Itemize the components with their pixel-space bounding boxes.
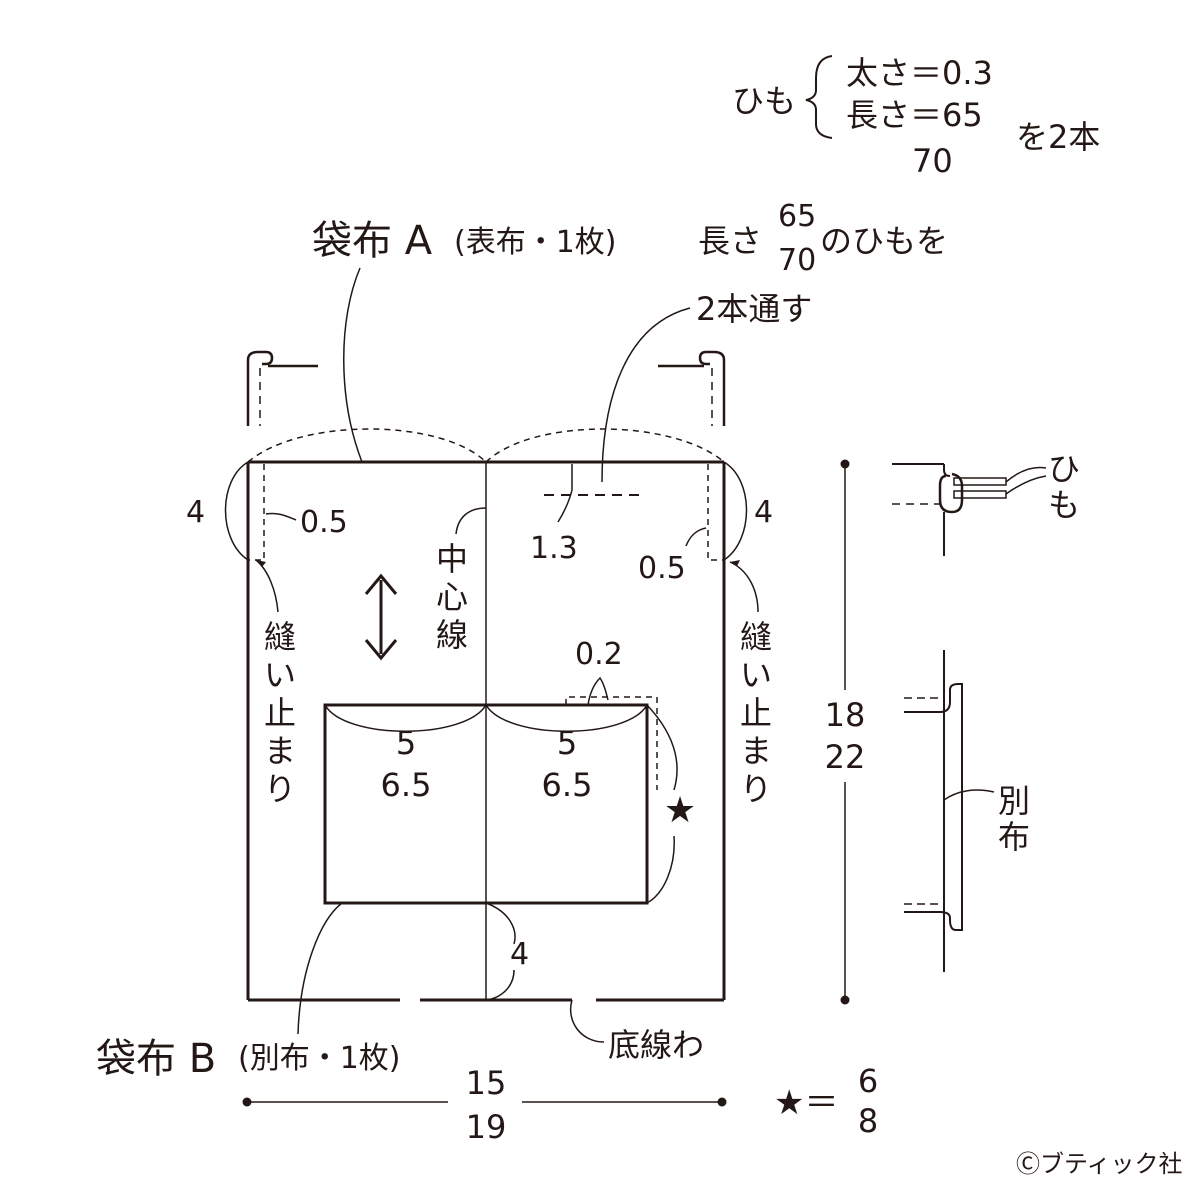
pocket-layer-detail xyxy=(904,650,963,972)
dim-05-left: 0.5 xyxy=(300,505,348,540)
cord-length: 長さ＝65 xyxy=(846,96,983,134)
bag-a-leader xyxy=(343,267,363,463)
bag-a-subtitle: (表布・1枚) xyxy=(454,225,617,260)
stitch-stop-right-char-1: 縫 xyxy=(740,618,772,656)
stitch-stop-right-arrowhead xyxy=(730,560,740,566)
stitch-stop-left-char-1: 縫 xyxy=(264,618,296,656)
width-large: 19 xyxy=(466,1108,507,1146)
stitch-stop-right-char-3: 止 xyxy=(740,694,772,732)
left-opening-mark xyxy=(248,464,265,561)
cord-count: を2本 xyxy=(1016,118,1100,156)
thread-count: 2本通す xyxy=(696,290,812,328)
dim-05-left-leader xyxy=(265,512,297,521)
center-line-char-3: 線 xyxy=(436,616,468,654)
pocket-left-width-large: 6.5 xyxy=(381,766,432,804)
dim-02: 0.2 xyxy=(575,637,623,672)
dim-4-right-arc xyxy=(723,461,748,561)
height-large: 22 xyxy=(825,738,866,776)
pocket-left-width-arc xyxy=(324,704,487,732)
height-small: 18 xyxy=(825,696,866,734)
left-top-casing xyxy=(246,350,318,426)
star-upper-arc xyxy=(646,704,678,791)
cord-detail-leader-2 xyxy=(1005,475,1047,495)
cord-label: ひも xyxy=(732,82,796,120)
star-equation: ★＝ xyxy=(774,1083,838,1123)
other-fabric-char-1: 別 xyxy=(998,782,1030,820)
stitch-stop-right-leader xyxy=(729,561,759,613)
dim-4-bottom-arc xyxy=(485,902,516,1001)
bottom-fold-leader xyxy=(569,999,605,1043)
bottom-fold-label: 底線わ xyxy=(608,1026,704,1064)
right-top-casing xyxy=(658,350,726,426)
stitch-stop-left-char-5: り xyxy=(264,770,296,808)
left-top-arc xyxy=(247,428,487,463)
stitch-stop-left-char-2: い xyxy=(264,656,296,694)
stitch-stop-left-char-4: ま xyxy=(264,732,296,770)
dim-02-leader xyxy=(587,676,609,706)
width-dimension xyxy=(242,1097,727,1107)
pocket-right-width-large: 6.5 xyxy=(542,766,593,804)
right-opening-mark xyxy=(707,464,724,561)
dim-13: 1.3 xyxy=(530,531,578,566)
stitch-stop-left-char-3: 止 xyxy=(264,694,296,732)
center-line-char-1: 中 xyxy=(436,540,468,578)
thread-prefix: 長さ xyxy=(698,222,762,260)
cord-length-alt: 70 xyxy=(912,142,953,180)
cord-detail-char-2: も xyxy=(1048,486,1080,524)
center-line-label: 中 心 線 xyxy=(436,540,468,654)
pocket-right-width-small: 5 xyxy=(557,724,577,762)
pocket-seam-allowance xyxy=(565,696,658,790)
dim-4-left-arc xyxy=(224,461,249,561)
cord-spec-brace xyxy=(805,55,833,139)
stitch-stop-left-leader xyxy=(255,559,279,613)
stitch-stop-right-char-4: ま xyxy=(740,732,772,770)
pocket-right-width-arc xyxy=(485,704,648,732)
dim-05-right-leader xyxy=(685,527,707,547)
dim-4-right: 4 xyxy=(754,495,773,530)
stitch-stop-right-char-2: い xyxy=(740,656,772,694)
stitch-stop-left: 縫 い 止 ま り xyxy=(264,618,296,808)
bag-b-leader xyxy=(297,902,343,1035)
thread-suffix: のひもを xyxy=(820,222,948,260)
stitch-stop-right-char-5: り xyxy=(740,770,772,808)
right-top-arc xyxy=(485,428,725,463)
star-lower-arc xyxy=(646,835,675,904)
star-marker-icon: ★ xyxy=(664,790,696,831)
center-line-char-2: 心 xyxy=(436,578,468,616)
dim-05-right: 0.5 xyxy=(638,551,686,586)
height-dimension xyxy=(840,459,850,1005)
cord-thickness: 太さ＝0.3 xyxy=(846,54,993,92)
bag-b-title: 袋布 B xyxy=(96,1036,216,1082)
dim-4-bottom: 4 xyxy=(510,937,529,972)
thread-len-small: 65 xyxy=(778,199,816,234)
dim-13-leader xyxy=(557,464,573,523)
cord-casing-detail xyxy=(892,463,1007,556)
other-fabric-leader xyxy=(943,789,995,801)
stitch-stop-left-arrowhead xyxy=(256,560,266,567)
cord-detail-char-1: ひ xyxy=(1048,450,1080,488)
star-large: 8 xyxy=(858,1102,878,1140)
stitch-stop-right: 縫 い 止 ま り xyxy=(740,618,772,808)
other-fabric-char-2: 布 xyxy=(998,818,1030,856)
width-small: 15 xyxy=(466,1064,507,1102)
copyright-text: Ⓒブティック社 xyxy=(1016,1150,1183,1178)
bag-b-subtitle: (別布・1枚) xyxy=(238,1041,401,1076)
thread-len-large: 70 xyxy=(778,243,816,278)
dim-4-left: 4 xyxy=(186,495,205,530)
star-small: 6 xyxy=(858,1062,878,1100)
center-line-leader xyxy=(455,507,487,535)
bag-a-title: 袋布 A xyxy=(312,218,433,264)
pocket-left-width-small: 5 xyxy=(396,724,416,762)
grain-arrow-icon xyxy=(364,573,398,661)
bag-main-rect xyxy=(246,460,726,1002)
cord-detail-leader-1 xyxy=(1005,466,1047,483)
thread-leader xyxy=(601,307,691,483)
